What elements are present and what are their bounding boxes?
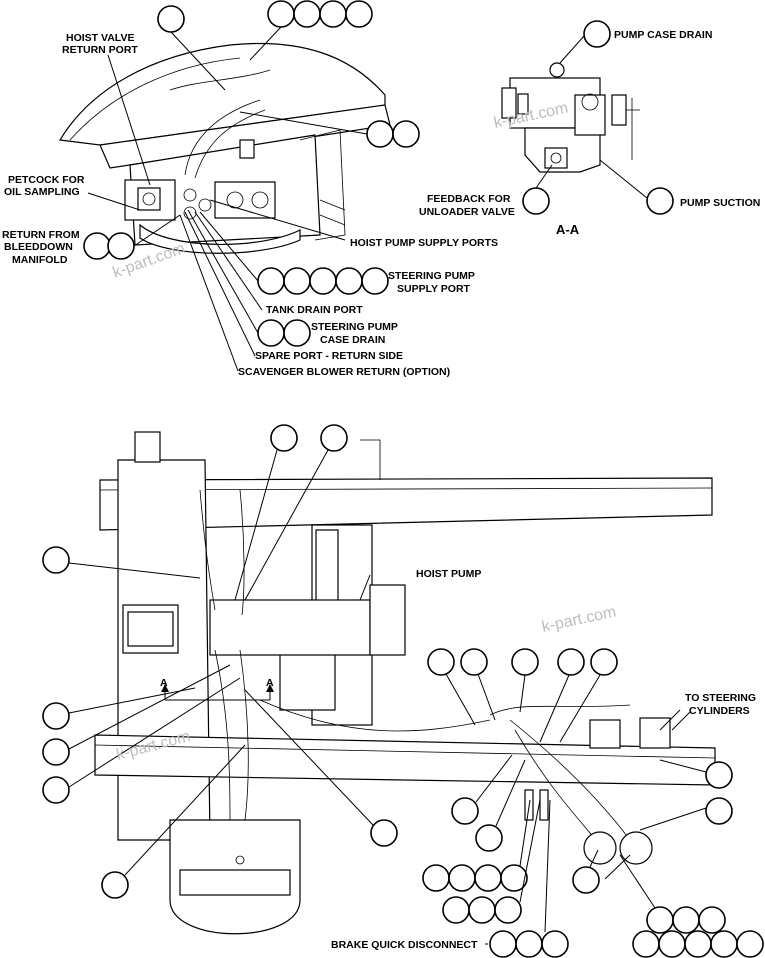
labels-pump: PUMP CASE DRAIN FEEDBACK FOR UNLOADER VA… bbox=[419, 29, 760, 237]
label-hoist-pump-supply-ports: HOIST PUMP SUPPLY PORTS bbox=[350, 237, 498, 249]
callout-circle bbox=[107, 232, 135, 260]
label-hoist-valve-return-2: RETURN PORT bbox=[62, 44, 138, 56]
callout-circle bbox=[474, 864, 502, 892]
callout-group-frame bbox=[42, 424, 764, 958]
label-return-bleeddown-3: MANIFOLD bbox=[12, 254, 68, 266]
callout-circle bbox=[345, 0, 373, 28]
callout-circle bbox=[658, 930, 686, 958]
callout-circle bbox=[267, 0, 295, 28]
label-pump-case-drain: PUMP CASE DRAIN bbox=[614, 29, 712, 41]
callout-circle bbox=[736, 930, 764, 958]
hydraulic-tank-drawing bbox=[59, 42, 391, 254]
label-brake-quick-disconnect: BRAKE QUICK DISCONNECT bbox=[331, 939, 478, 951]
label-petcock: PETCOCK FOR bbox=[8, 174, 85, 186]
label-arrow-a-left: A bbox=[160, 677, 168, 689]
pump-section-drawing bbox=[501, 62, 640, 173]
label-return-bleeddown-2: BLEEDDOWN bbox=[4, 241, 73, 253]
frame-assembly-drawing bbox=[94, 431, 716, 935]
callout-circle bbox=[541, 930, 569, 958]
callout-circle bbox=[500, 864, 528, 892]
label-to-steering-2: CYLINDERS bbox=[689, 705, 750, 717]
label-hoist-pump: HOIST PUMP bbox=[416, 568, 481, 580]
callout-circle bbox=[320, 424, 348, 452]
callout-circle bbox=[684, 930, 712, 958]
callout-circle bbox=[705, 761, 733, 789]
callout-circle bbox=[370, 819, 398, 847]
callout-circle bbox=[494, 896, 522, 924]
label-to-steering: TO STEERING bbox=[685, 692, 756, 704]
callout-circle bbox=[705, 797, 733, 825]
callout-circle bbox=[583, 20, 611, 48]
callout-group-tank bbox=[83, 0, 420, 347]
callout-circle bbox=[590, 648, 618, 676]
callout-circle bbox=[511, 648, 539, 676]
callout-circle bbox=[489, 930, 517, 958]
callout-circle bbox=[460, 648, 488, 676]
callout-circle bbox=[319, 0, 347, 28]
leader-lines-tank bbox=[87, 26, 368, 372]
callout-circle bbox=[572, 866, 600, 894]
labels-frame: HOIST PUMP TO STEERING CYLINDERS BRAKE Q… bbox=[331, 568, 756, 951]
label-steering-pump-supply-2: SUPPLY PORT bbox=[397, 283, 471, 295]
label-feedback: FEEDBACK FOR bbox=[427, 193, 511, 205]
callout-circle bbox=[646, 187, 674, 215]
label-scavenger: SCAVENGER BLOWER RETURN (OPTION) bbox=[238, 366, 450, 378]
label-return-bleeddown: RETURN FROM bbox=[2, 229, 80, 241]
callout-circle bbox=[422, 864, 450, 892]
callout-circle bbox=[101, 871, 129, 899]
callout-circle bbox=[646, 906, 674, 934]
label-steering-case-drain-2: CASE DRAIN bbox=[320, 334, 385, 346]
label-spare-port: SPARE PORT - RETURN SIDE bbox=[255, 350, 403, 362]
callout-circle bbox=[672, 906, 700, 934]
callout-circle bbox=[283, 319, 311, 347]
label-steering-case-drain: STEERING PUMP bbox=[311, 321, 398, 333]
callout-circle bbox=[42, 738, 70, 766]
callout-circle bbox=[557, 648, 585, 676]
callout-circle bbox=[270, 424, 298, 452]
callout-circle bbox=[257, 319, 285, 347]
section-arrows: A A bbox=[160, 677, 274, 701]
callout-circle bbox=[475, 824, 503, 852]
watermark: k-part.com bbox=[540, 604, 617, 636]
callout-circle bbox=[257, 267, 285, 295]
callout-circle bbox=[283, 267, 311, 295]
callout-circle bbox=[83, 232, 111, 260]
callout-circle bbox=[515, 930, 543, 958]
labels-tank: HOIST VALVE RETURN PORT PETCOCK FOR OIL … bbox=[2, 32, 498, 378]
callout-circle bbox=[309, 267, 337, 295]
label-section-aa: A-A bbox=[556, 222, 580, 237]
callout-circle bbox=[392, 120, 420, 148]
label-steering-pump-supply: STEERING PUMP bbox=[388, 270, 475, 282]
callout-circle bbox=[698, 906, 726, 934]
label-pump-suction: PUMP SUCTION bbox=[680, 197, 760, 209]
label-feedback-2: UNLOADER VALVE bbox=[419, 206, 515, 218]
callout-circle bbox=[42, 702, 70, 730]
callout-circle bbox=[427, 648, 455, 676]
callout-circle bbox=[442, 896, 470, 924]
label-tank-drain-port: TANK DRAIN PORT bbox=[266, 304, 363, 316]
callout-circle bbox=[468, 896, 496, 924]
callout-circle bbox=[293, 0, 321, 28]
callout-circle bbox=[366, 120, 394, 148]
leader-lines-frame bbox=[68, 449, 707, 945]
label-petcock-2: OIL SAMPLING bbox=[4, 186, 80, 198]
callout-circle bbox=[157, 5, 185, 33]
callout-group-pump bbox=[522, 20, 674, 215]
callout-circle bbox=[448, 864, 476, 892]
callout-circle bbox=[632, 930, 660, 958]
callout-circle bbox=[42, 776, 70, 804]
callout-circle bbox=[42, 546, 70, 574]
callout-circle bbox=[361, 267, 389, 295]
label-arrow-a-right: A bbox=[266, 677, 274, 689]
callout-circle bbox=[335, 267, 363, 295]
label-hoist-valve-return: HOIST VALVE bbox=[66, 32, 134, 44]
callout-circle bbox=[522, 187, 550, 215]
callout-circle bbox=[451, 797, 479, 825]
callout-circle bbox=[710, 930, 738, 958]
